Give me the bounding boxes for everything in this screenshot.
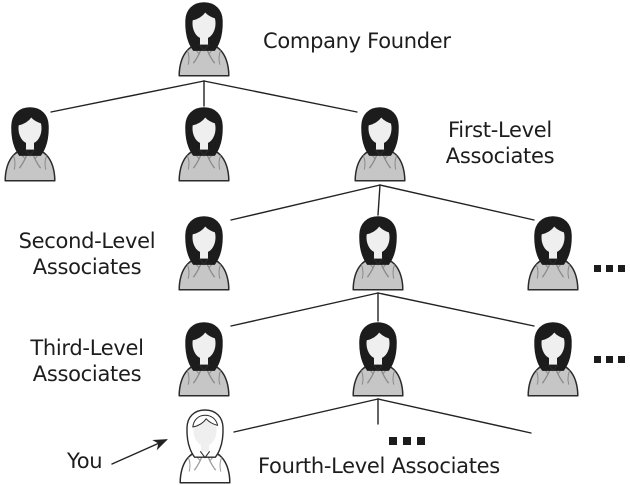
first-level-associate-icon-1	[0, 107, 60, 182]
second-level-associate-icon-3	[523, 216, 583, 291]
you-label: You	[67, 449, 103, 473]
ellipsis-second-level	[594, 265, 625, 272]
ellipsis-third-level	[594, 356, 625, 363]
second-level-label-line1: Second-Level	[18, 229, 156, 253]
company-founder-icon	[174, 2, 234, 77]
first-level-label-line1: First-Level	[448, 118, 552, 142]
third-level-associate-icon-1	[174, 322, 234, 397]
first-level-label-line2: Associates	[445, 144, 555, 168]
second-level-label-line2: Associates	[32, 255, 142, 279]
first-level-associate-icon-3	[350, 107, 410, 182]
third-level-label-line2: Associates	[32, 362, 142, 386]
third-level-associates-label: Third-Level Associates	[16, 335, 158, 387]
second-level-associates-label: Second-Level Associates	[16, 228, 158, 280]
you-arrow	[111, 439, 168, 465]
third-level-associate-icon-3	[523, 322, 583, 397]
second-level-associate-icon-1	[174, 216, 234, 291]
second-level-associate-icon-2	[348, 216, 408, 291]
ellipsis-fourth-level	[389, 437, 425, 445]
third-level-associate-icon-2	[348, 322, 408, 397]
first-level-associate-icon-2	[174, 107, 234, 182]
fourth-level-associates-label: Fourth-Level Associates	[258, 454, 500, 478]
you-person-icon	[175, 409, 235, 484]
company-founder-label: Company Founder	[263, 29, 451, 53]
first-level-associates-label: First-Level Associates	[429, 117, 571, 169]
third-level-label-line1: Third-Level	[30, 336, 144, 360]
